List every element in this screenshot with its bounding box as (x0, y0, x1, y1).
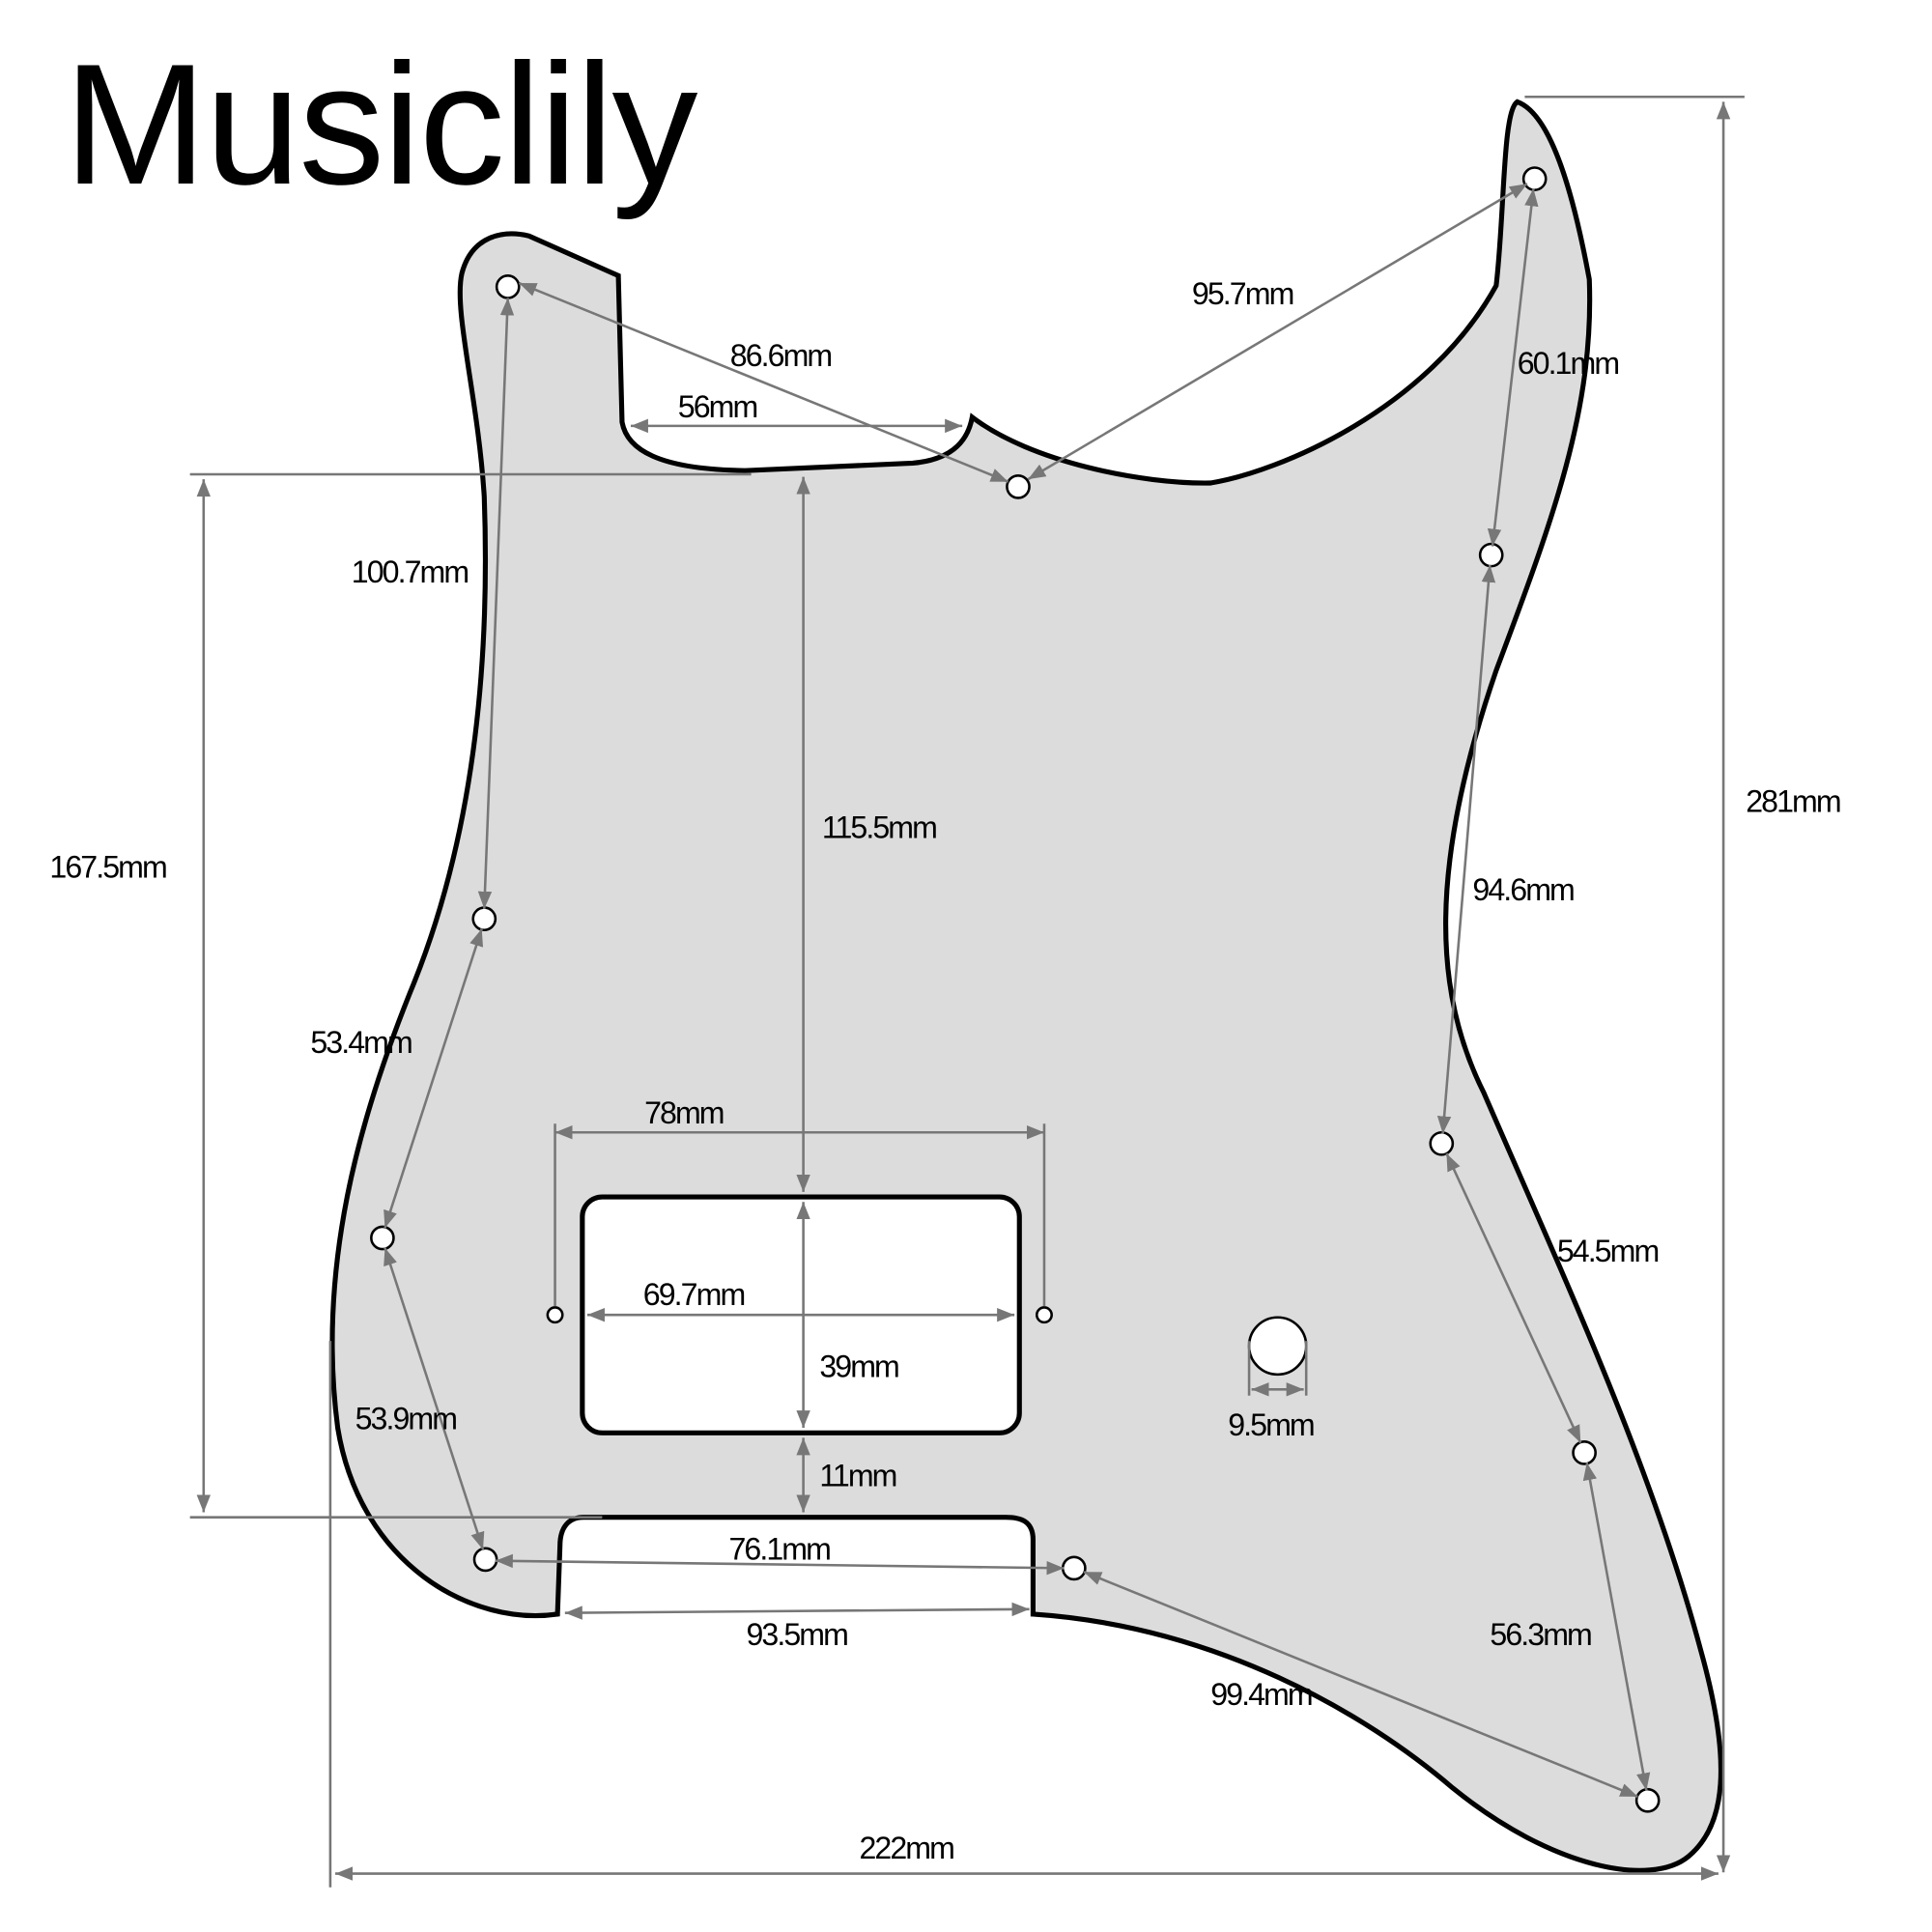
dim-label: 56.3mm (1490, 1617, 1591, 1652)
dim-label: 76.1mm (728, 1531, 830, 1566)
dim-label: 9.5mm (1228, 1407, 1314, 1442)
dim-label: 53.4mm (310, 1025, 412, 1060)
dim-label: 56mm (678, 389, 757, 424)
dim-label: 99.4mm (1210, 1677, 1312, 1712)
dim-label: 93.5mm (746, 1617, 847, 1652)
dim-label: 94.6mm (1472, 872, 1574, 907)
dim-label: 53.9mm (355, 1401, 457, 1435)
dim-label: 39mm (819, 1349, 898, 1383)
dim-label: 60.1mm (1518, 346, 1619, 381)
control-hole (1247, 1316, 1308, 1377)
dim-label: 11mm (819, 1459, 895, 1493)
dim-label: 86.6mm (730, 338, 832, 373)
dim-label: 115.5mm (822, 810, 936, 845)
dim-label: 222mm (859, 1831, 953, 1865)
brand-title: Musiclily (64, 28, 697, 220)
dim-label: 95.7mm (1192, 276, 1293, 311)
dim-label: 69.7mm (643, 1277, 745, 1312)
dim-label: 78mm (644, 1095, 724, 1130)
dim-label: 167.5mm (49, 850, 166, 885)
dim-label: 100.7mm (352, 554, 469, 589)
screw-holes (370, 166, 1661, 1813)
dim-label: 281mm (1746, 784, 1840, 819)
dimension-lines (189, 95, 1745, 1888)
dim-label: 54.5mm (1557, 1234, 1659, 1268)
